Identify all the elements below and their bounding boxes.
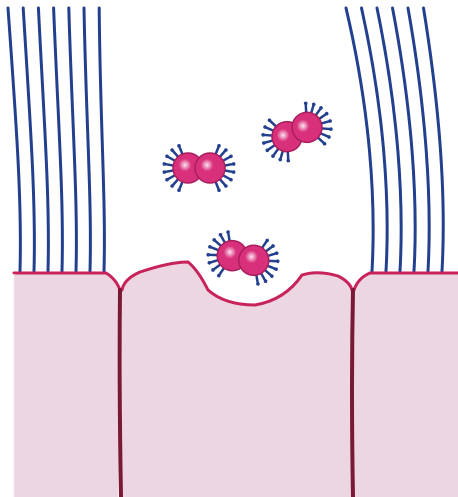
left-ciliated-cell [14,272,120,497]
particle-spike-tip [177,144,181,148]
particle-spike-tip [165,155,169,159]
particle-spike-tip [163,170,167,174]
particle-spike-tip [170,148,174,152]
right-cell-junction [352,290,353,497]
particle-spike-tip [165,178,169,182]
particle-sphere [195,153,225,183]
particle-spike-tip [217,144,221,148]
particle-spike-tip [229,155,233,159]
particle-spike-tip [163,162,167,166]
particle-spike-tip [224,184,228,188]
particle-spike-tip [177,188,181,192]
particle-spike-tip [170,184,174,188]
particle-spike-tip [232,162,236,166]
particle-spike-tip [217,188,221,192]
left-cell-junction [120,290,121,497]
particle-spike-tip [229,178,233,182]
particle-spike-tip [224,148,228,152]
particle-spike-tip [232,170,236,174]
right-ciliated-cell [354,272,458,497]
